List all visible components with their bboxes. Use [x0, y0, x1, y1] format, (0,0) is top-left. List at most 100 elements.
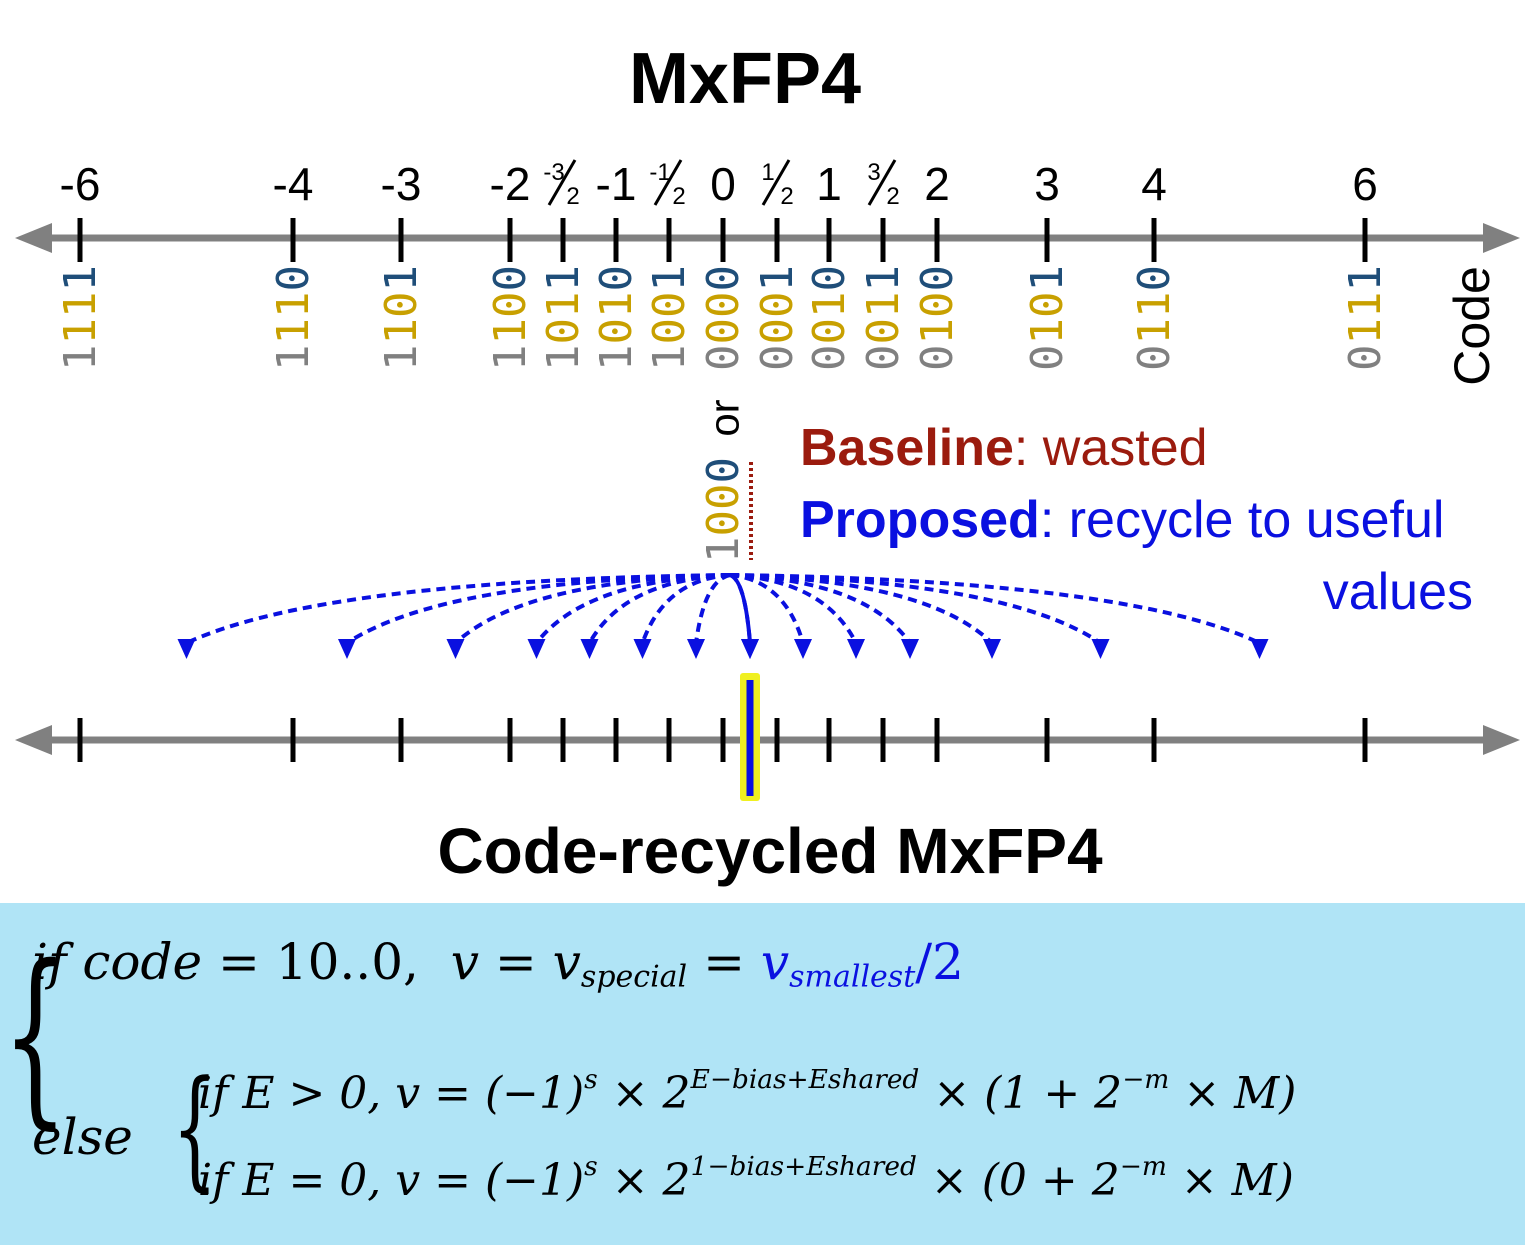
recycle-arrow-12 — [729, 573, 1102, 645]
code-axis-label: Code — [1444, 266, 1500, 386]
code-label-2: 1101 — [376, 265, 427, 371]
recycle-arrow-special — [729, 573, 752, 644]
recycle-arrowhead-1 — [338, 639, 356, 659]
svg-text:2: 2 — [924, 158, 950, 210]
inner-brace: { — [172, 1052, 218, 1204]
proposed-legend-cont: values — [1323, 563, 1473, 621]
recycle-arrow-1 — [345, 573, 731, 645]
code-label-12: 0101 — [1022, 265, 1073, 371]
recycle-arrowhead-3 — [527, 639, 546, 659]
code-label-10: 0011 — [858, 265, 909, 371]
code-label-0: 1111 — [55, 265, 106, 371]
top-title: MxFP4 — [629, 39, 861, 119]
svg-text:-1: -1 — [649, 159, 670, 186]
value-label-12: 3 — [1034, 158, 1060, 210]
code-label-13: 0110 — [1129, 265, 1180, 371]
svg-text:3: 3 — [1034, 158, 1060, 210]
value-label-13: 4 — [1141, 158, 1167, 210]
proposed-bold: Proposed — [800, 491, 1040, 549]
code-label-special: 1000 — [698, 457, 749, 563]
svg-text:2: 2 — [566, 183, 579, 210]
svg-text:2: 2 — [886, 183, 899, 210]
svg-text:-4: -4 — [273, 158, 314, 210]
svg-text:-1: -1 — [596, 158, 637, 210]
bottom-axis-left-arrowhead — [15, 725, 52, 755]
recycle-arrowhead-5 — [633, 639, 652, 659]
proposed-rest: : recycle to useful — [1040, 491, 1445, 549]
svg-text:-3: -3 — [381, 158, 422, 210]
value-label-2: -3 — [381, 158, 422, 210]
value-label-3: -2 — [490, 158, 531, 210]
svg-text:-3: -3 — [543, 159, 564, 186]
recycle-arrowhead-8 — [794, 639, 812, 659]
svg-text:6: 6 — [1352, 158, 1378, 210]
formula-line-2: if E > 0, v = (−1)s × 2E−bias+Eshared × … — [198, 1064, 1297, 1119]
recycle-arrowhead-0 — [177, 639, 196, 659]
svg-text:1: 1 — [816, 158, 842, 210]
recycle-arrowhead-4 — [580, 639, 599, 659]
top-axis-left-arrowhead — [15, 223, 52, 253]
code-label-1: 1110 — [268, 265, 319, 371]
value-label-0: -6 — [60, 158, 101, 210]
recycle-arrowhead-2 — [446, 639, 465, 659]
else-label: else — [32, 1108, 133, 1166]
recycle-arrow-4 — [587, 573, 731, 644]
code-label-7: 0000 — [698, 265, 749, 371]
value-label-5: -1 — [596, 158, 637, 210]
svg-text:2: 2 — [780, 183, 793, 210]
svg-text:4: 4 — [1141, 158, 1167, 210]
number-line-diagram: MxFP4 Code-recycled MxFP4 -6-4-3-2-32-1-… — [15, 39, 1520, 887]
recycle-arrowhead-12 — [1091, 639, 1110, 659]
value-label-11: 2 — [924, 158, 950, 210]
value-label-8: 12 — [761, 159, 793, 210]
value-label-14: 6 — [1352, 158, 1378, 210]
recycle-arrowhead-special — [741, 639, 759, 659]
code-label-8: 0001 — [752, 265, 803, 371]
recycle-arrow-11 — [729, 573, 994, 645]
value-label-7: 0 — [710, 158, 736, 210]
value-label-4: -32 — [543, 159, 579, 210]
recycle-arrow-6 — [694, 573, 731, 644]
or-label: or — [701, 399, 748, 436]
recycle-arrow-13 — [729, 573, 1261, 645]
svg-text:1: 1 — [761, 159, 774, 186]
code-label-4: 1011 — [538, 265, 589, 371]
recycle-arrowhead-10 — [901, 639, 919, 659]
value-label-6: -12 — [649, 159, 685, 210]
recycle-arrowhead-11 — [983, 639, 1001, 659]
code-label-9: 0010 — [804, 265, 855, 371]
formula-line-3: if E = 0, v = (−1)s × 21−bias+Eshared × … — [198, 1151, 1294, 1206]
code-label-14: 0111 — [1340, 265, 1391, 371]
code-label-11: 0100 — [912, 265, 963, 371]
recycle-arrows — [177, 573, 1269, 659]
recycle-arrowhead-9 — [847, 639, 865, 659]
baseline-legend: Baseline: wasted — [800, 419, 1208, 477]
baseline-bold: Baseline — [800, 419, 1014, 477]
code-label-5: 1010 — [591, 265, 642, 371]
formula-panel: { if code = 10..0, v = vspecial = vsmall… — [0, 903, 1525, 1245]
formula-line-1: if code = 10..0, v = vspecial = vsmalles… — [32, 933, 964, 995]
svg-text:0: 0 — [710, 158, 736, 210]
top-axis-right-arrowhead — [1483, 223, 1520, 253]
svg-text:-6: -6 — [60, 158, 101, 210]
value-label-9: 1 — [816, 158, 842, 210]
svg-text:3: 3 — [867, 159, 880, 186]
recycle-arrow-8 — [729, 573, 805, 644]
bottom-title: Code-recycled MxFP4 — [437, 815, 1103, 887]
recycle-arrowhead-6 — [687, 639, 705, 659]
svg-text:2: 2 — [672, 183, 685, 210]
bottom-axis-right-arrowhead — [1483, 725, 1520, 755]
baseline-rest: : wasted — [1014, 419, 1208, 477]
bottom-number-line — [15, 673, 1520, 801]
proposed-legend: Proposed: recycle to useful — [800, 491, 1444, 549]
special-code-group: or 1000 — [698, 399, 753, 563]
svg-text:-2: -2 — [490, 158, 531, 210]
value-label-1: -4 — [273, 158, 314, 210]
value-label-10: 32 — [867, 159, 899, 210]
code-label-3: 1100 — [485, 265, 536, 371]
outer-brace: { — [2, 925, 69, 1146]
special-code-1000: 1000 — [698, 457, 749, 563]
code-label-6: 1001 — [644, 265, 695, 371]
recycle-arrowhead-13 — [1250, 639, 1269, 659]
